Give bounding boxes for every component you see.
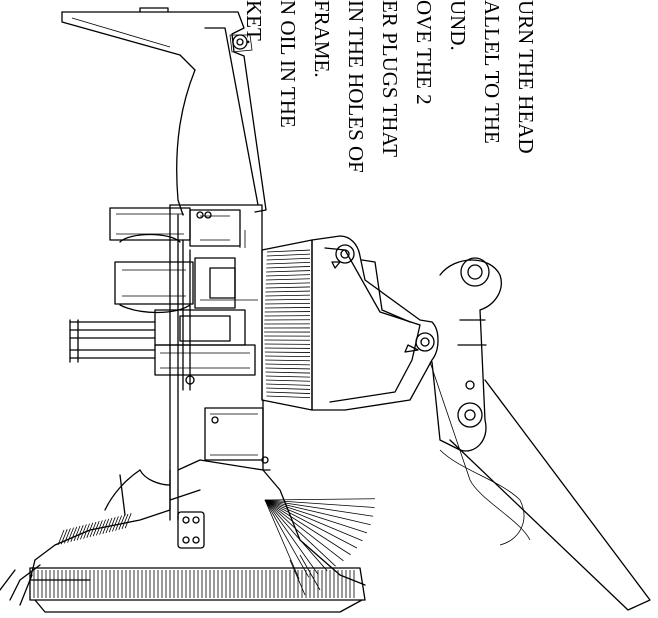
upper-mast	[62, 8, 266, 215]
instruction-line-2: ALLEL TO THE	[481, 0, 502, 144]
cutter-drum	[262, 240, 312, 410]
linkage-arm	[430, 258, 650, 610]
instruction-line-1: URN THE HEAD	[515, 0, 536, 154]
radial-lines	[265, 499, 375, 579]
instruction-line-9: KET.	[243, 0, 264, 45]
drum-hatching	[264, 250, 310, 398]
lower-body	[0, 460, 375, 612]
instruction-line-8: N OIL IN THE	[277, 0, 298, 128]
fastener-details	[200, 230, 268, 463]
bracket-plate	[312, 236, 438, 410]
instruction-line-6: IN THE HOLES OF	[345, 0, 366, 173]
instruction-line-3: UND.	[447, 0, 468, 51]
instruction-line-4: OVE THE 2	[413, 0, 434, 105]
instruction-line-5: ER PLUGS THAT	[379, 0, 400, 157]
instruction-line-7: FRAME.	[311, 0, 332, 78]
base-hatching-rail	[34, 570, 354, 598]
